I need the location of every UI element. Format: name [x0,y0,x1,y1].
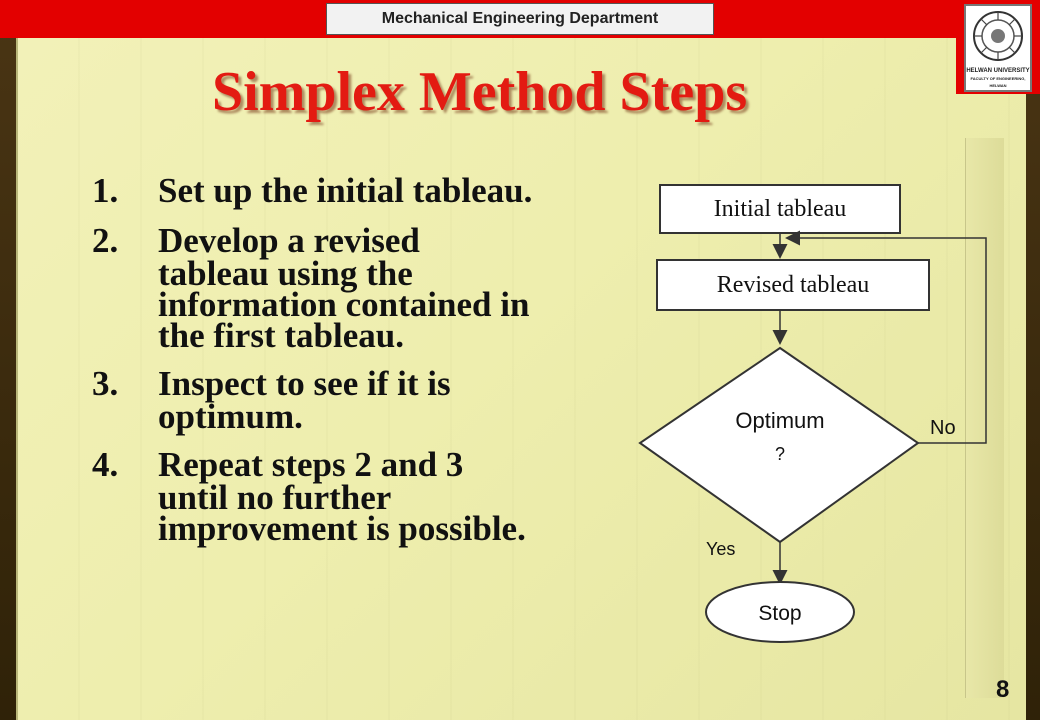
initial-tableau-box [659,184,901,234]
department-header: Mechanical Engineering Department [326,3,714,35]
folder-texture [18,38,1026,720]
step-text: Inspect to see if it is optimum. [158,364,632,436]
simplex-flowchart: Initial tableau Revised tableau Optimum … [638,184,987,643]
logo-text: HELWAN UNIVERSITY FACULTY OF ENGINEERING… [966,68,1030,89]
step-line: information contained in [158,285,530,324]
logo-emblem: HELWAN UNIVERSITY FACULTY OF ENGINEERING… [964,4,1032,92]
no-label: No [930,417,956,439]
university-logo: HELWAN UNIVERSITY FACULTY OF ENGINEERING… [956,0,1040,94]
page-number: 8 [996,676,1010,703]
folder-tab [965,138,1004,698]
step-line: Set up the initial tableau. [158,171,533,210]
step-text: Set up the initial tableau. [158,171,632,210]
step-number: 2. [92,221,119,260]
no-loop-arrow [785,230,987,444]
decision-label: Optimum [735,408,824,433]
step-line: until no further [158,478,392,517]
logo-seal-icon [973,11,1023,61]
stop-terminal [705,581,855,643]
logo-faculty: FACULTY OF ENGINEERING, HELWAN [970,76,1026,88]
step-line: Inspect to see if it is [158,364,451,403]
revised-tableau-box [656,259,930,311]
steps-list: 1. Set up the initial tableau. 2. Develo… [92,171,632,560]
step-line: tableau using the [158,254,413,293]
stop-label: Stop [758,602,801,625]
initial-tableau-label: Initial tableau [714,196,847,222]
step-number: 3. [92,364,119,403]
logo-university: HELWAN UNIVERSITY [966,68,1030,74]
yes-label: Yes [706,539,735,559]
step-line: Develop a revised [158,221,420,260]
step-number: 1. [92,171,119,210]
step-item: 2. Develop a revised tableau using the i… [92,221,632,355]
step-text: Develop a revised tableau using the info… [158,221,632,355]
step-item: 1. Set up the initial tableau. [92,171,632,210]
step-line: the first tableau. [158,316,404,355]
decision-question: ? [775,444,785,464]
slide-title: Simplex Method Steps [212,61,748,123]
step-number: 4. [92,445,119,484]
step-item: 3. Inspect to see if it is optimum. [92,364,632,436]
step-text: Repeat steps 2 and 3 until no further im… [158,445,632,548]
step-line: improvement is possible. [158,509,526,548]
folder-background [16,38,1026,720]
step-line: Repeat steps 2 and 3 [158,445,464,484]
revised-tableau-label: Revised tableau [717,272,870,298]
step-line: optimum. [158,397,303,436]
step-item: 4. Repeat steps 2 and 3 until no further… [92,445,632,548]
